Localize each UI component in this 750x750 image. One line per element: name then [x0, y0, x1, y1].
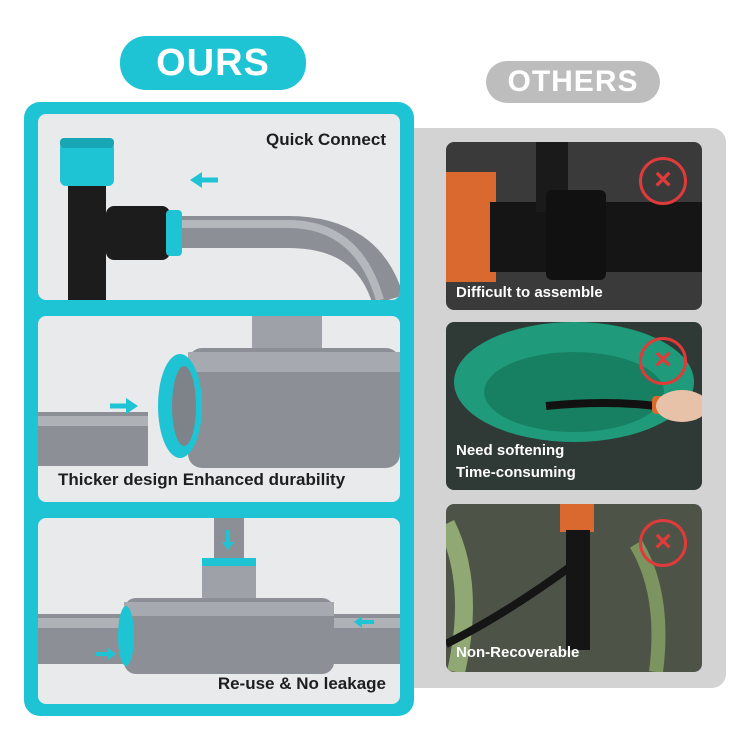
thick-fitting-illustration: [38, 316, 400, 468]
x-circle-icon: ×: [639, 337, 687, 385]
ours-header-badge: OURS: [120, 36, 306, 90]
softening-text: Need softening Time-consuming: [456, 442, 576, 481]
others-card-assemble: × Difficult to assemble: [446, 142, 702, 310]
ours-card-quick-connect: Quick Connect: [38, 114, 400, 300]
ours-card-reuse: Re-use & No leakage: [38, 518, 400, 704]
assemble-text: Difficult to assemble: [456, 284, 603, 301]
others-header-badge: OTHERS: [486, 61, 660, 103]
reuse-tee-illustration: [38, 518, 400, 674]
ours-panel: Quick Connect Thicker design Enhanced du…: [24, 102, 414, 716]
durability-label: Thicker design Enhanced durability: [58, 470, 346, 489]
x-circle-icon: ×: [639, 519, 687, 567]
recoverable-text: Non-Recoverable: [456, 644, 580, 661]
others-card-recoverable: × Non-Recoverable: [446, 504, 702, 672]
recoverable-photo: [446, 504, 702, 672]
ours-card-durability: Thicker design Enhanced durability: [38, 316, 400, 502]
reuse-label: Re-use & No leakage: [217, 674, 386, 693]
others-card-softening: × Need softening Time-consuming: [446, 322, 702, 490]
assemble-photo: [446, 142, 702, 310]
x-circle-icon: ×: [639, 157, 687, 205]
quick-connect-illustration: [60, 138, 400, 300]
quick-connect-label: Quick Connect: [266, 130, 386, 149]
